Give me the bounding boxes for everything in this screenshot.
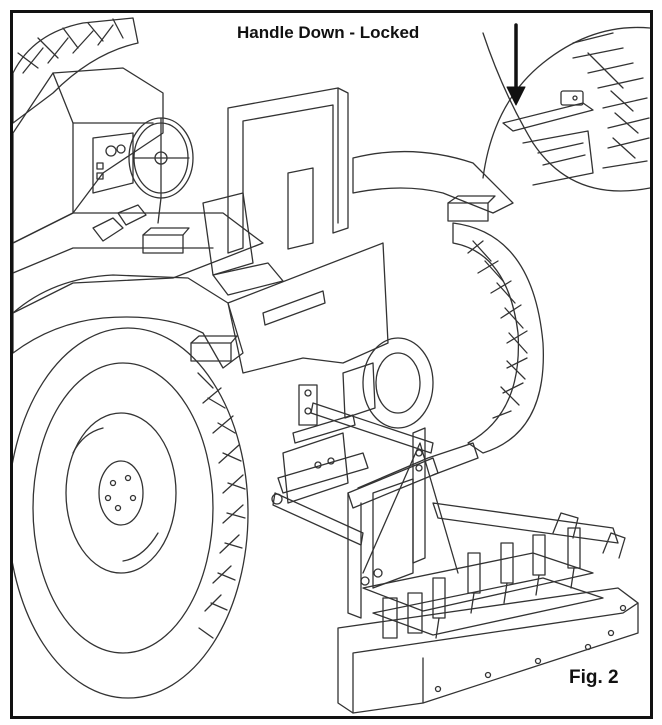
down-arrow-icon [506, 23, 526, 106]
tractor-box-blade-drawing [13, 17, 650, 714]
box-blade-frame [362, 502, 619, 639]
top-link [298, 384, 434, 454]
box-blade-moldboard [337, 512, 639, 714]
steering-wheel [128, 117, 194, 224]
rear-body-panel [227, 242, 389, 374]
left-rear-fender [13, 227, 244, 369]
handle-detail-inset [482, 26, 650, 192]
callout-label: Handle Down - Locked [237, 23, 420, 42]
rear-axle-hub [342, 337, 434, 429]
right-rear-fender [352, 150, 514, 222]
box-blade-a-frame [347, 427, 479, 619]
rear-left-tire-top [13, 17, 139, 124]
left-rear-tire [13, 327, 249, 699]
roll-bar [227, 87, 349, 254]
figure-frame: Handle Down - Locked Fig. 2 [10, 10, 653, 719]
tractor-hood [13, 67, 164, 244]
figure-label: Fig. 2 [569, 667, 619, 688]
operator-deck [13, 212, 264, 314]
operator-seat [202, 167, 314, 296]
foot-pedals [92, 204, 147, 242]
lower-links [271, 414, 369, 546]
right-rear-tire [452, 222, 545, 454]
